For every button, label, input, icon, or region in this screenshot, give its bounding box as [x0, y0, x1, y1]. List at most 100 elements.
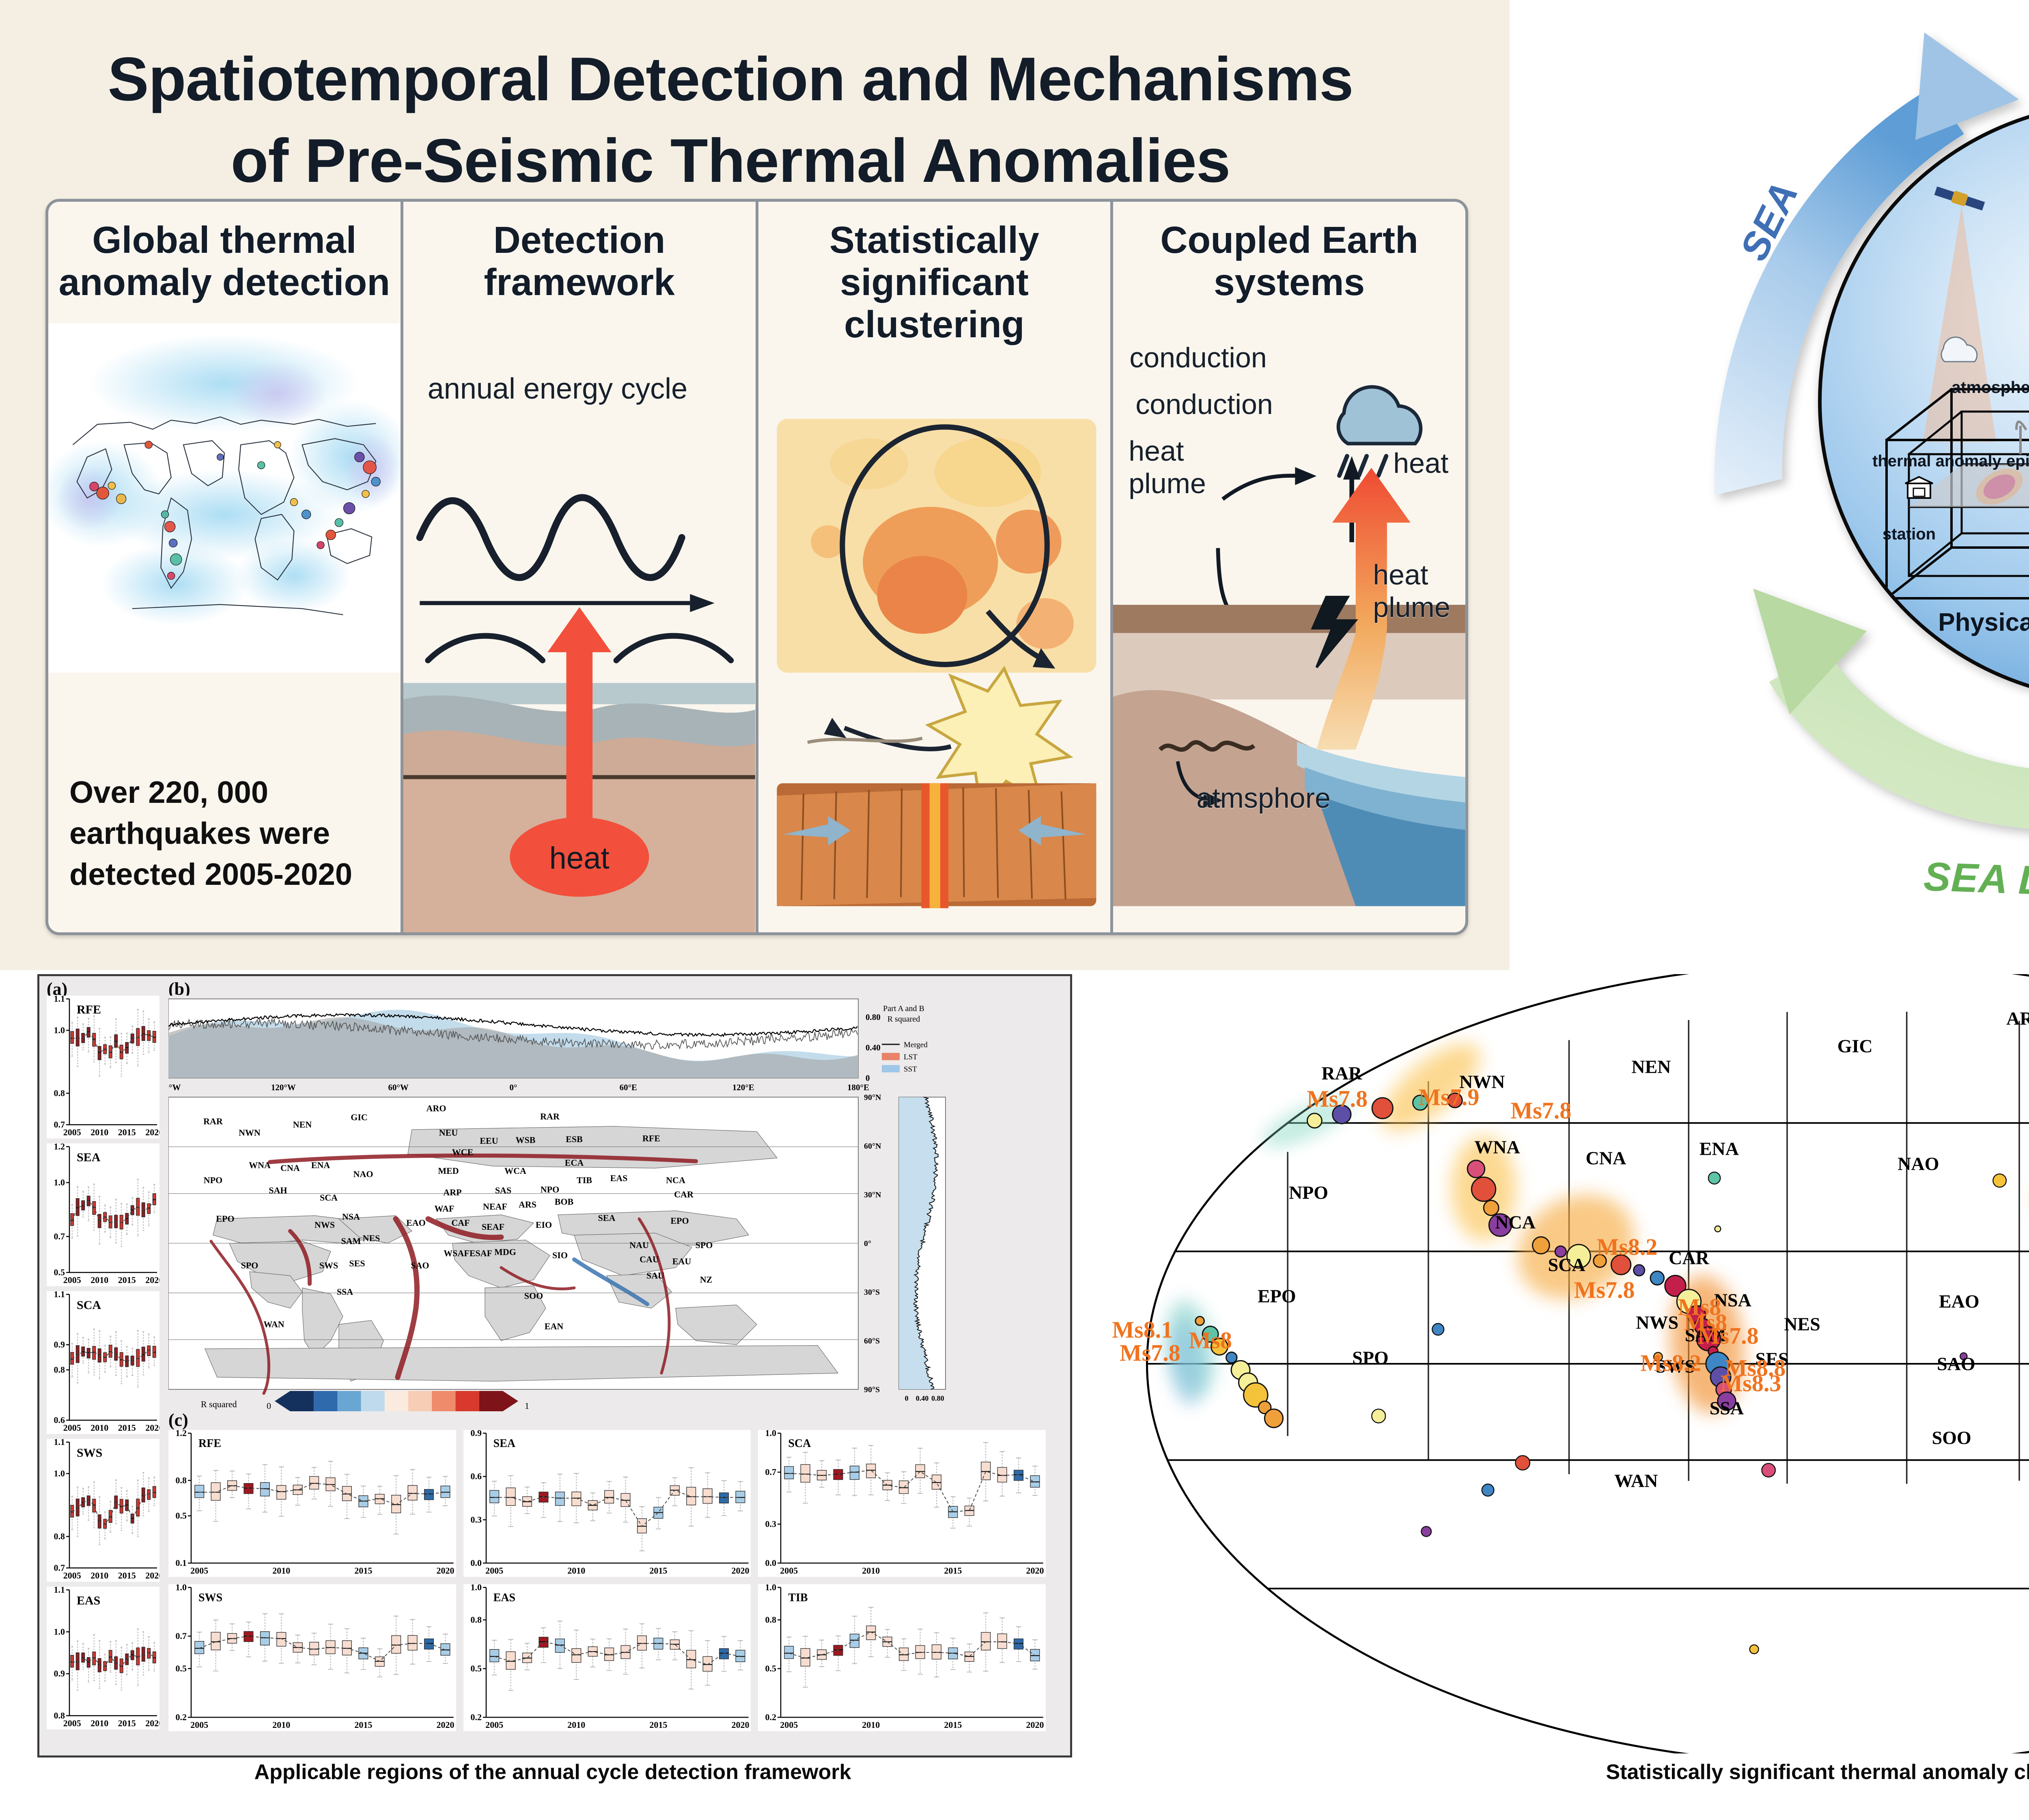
magnitude-label-10: Ms7.8: [1119, 1339, 1180, 1366]
satellite-icon-left: [1934, 186, 1985, 211]
svg-text:1.0: 1.0: [54, 1626, 65, 1637]
svg-text:2020: 2020: [145, 1718, 159, 1728]
region-code-nca: NCA: [666, 1175, 685, 1185]
region-code-nau: NAU: [629, 1240, 649, 1250]
clustering-graphic: [776, 418, 1096, 908]
region-code-mdg: MDG: [494, 1247, 516, 1257]
cluster-region-sca: SCA: [1548, 1254, 1585, 1275]
region-code-eca: ECA: [564, 1158, 584, 1168]
boxplot-region-label: SWS: [77, 1446, 103, 1460]
svg-text:0.5: 0.5: [54, 1267, 65, 1277]
svg-text:2015: 2015: [649, 1566, 667, 1576]
station-label-left: station: [1883, 525, 1936, 543]
region-code-waf: WAF: [434, 1203, 454, 1214]
svg-text:2005: 2005: [780, 1720, 798, 1730]
magnitude-label-0: Ms7.8: [1307, 1085, 1368, 1112]
region-code-ars: ARS: [518, 1199, 537, 1210]
svg-text:0.9: 0.9: [470, 1430, 482, 1438]
svg-text:0.8: 0.8: [470, 1615, 482, 1625]
svg-text:60°N: 60°N: [864, 1142, 881, 1151]
svg-text:0.7: 0.7: [54, 1119, 65, 1130]
svg-text:0.7: 0.7: [765, 1467, 777, 1477]
svg-text:60°W: 60°W: [388, 1083, 408, 1092]
cluster-region-nsa: NSA: [1714, 1290, 1751, 1311]
region-code-esb: ESB: [566, 1134, 583, 1144]
svg-text:0.40: 0.40: [916, 1394, 929, 1402]
boxplot-region-label: SCA: [788, 1437, 811, 1450]
title-line-1: Spatiotemporal Detection and Mechanisms: [108, 45, 1353, 114]
cluster-region-car: CAR: [1669, 1247, 1709, 1268]
svg-text:0.9: 0.9: [54, 1339, 65, 1350]
boxplot-region-label: SEA: [493, 1437, 516, 1450]
region-code-nz: NZ: [700, 1274, 713, 1285]
cluster-region-cna: CNA: [1585, 1147, 1626, 1169]
svg-text:2010: 2010: [862, 1720, 880, 1730]
region-code-rar: RAR: [203, 1116, 223, 1126]
svg-text:2010: 2010: [90, 1423, 108, 1433]
svg-text:0: 0: [267, 1401, 271, 1411]
svg-text:2010: 2010: [90, 1275, 108, 1285]
region-code-sea: SEA: [598, 1213, 616, 1223]
magnitude-label-3: Ms8.2: [1596, 1233, 1658, 1260]
cluster-region-nca: NCA: [1495, 1212, 1536, 1233]
svg-text:2020: 2020: [145, 1570, 159, 1581]
boxplot-region-label: SEA: [77, 1151, 101, 1164]
cluster-map-labels: RARNWNNENGICARONEURAREEUWSBESBRFEWCEWNAC…: [1096, 974, 2029, 1753]
svg-text:0: 0: [866, 1073, 870, 1083]
svg-text:0.0: 0.0: [470, 1558, 482, 1568]
svg-text:0.5: 0.5: [176, 1663, 187, 1673]
region-code-wsaf: WSAF: [444, 1248, 470, 1258]
boxplot-region-label: EAS: [493, 1591, 516, 1604]
panel-global-thermal-anomaly-detection: Global thermal anomaly detection: [48, 202, 403, 932]
region-code-eas: EAS: [610, 1173, 628, 1183]
cluster-region-nwn: NWN: [1459, 1071, 1505, 1092]
svg-text:Part A and B: Part A and B: [883, 1004, 924, 1013]
boxplot-region-label: SWS: [198, 1591, 223, 1604]
svg-text:2005: 2005: [63, 1570, 81, 1581]
svg-text:2010: 2010: [90, 1570, 108, 1581]
cluster-region-sao: SAO: [1937, 1353, 1975, 1374]
svg-text:60°E: 60°E: [620, 1083, 637, 1092]
region-code-tib: TIB: [577, 1175, 592, 1185]
svg-text:0.8: 0.8: [54, 1710, 65, 1721]
station-icon-left: [1905, 476, 1933, 499]
region-code-neaf: NEAF: [483, 1201, 507, 1212]
region-code-esaf: ESAF: [469, 1248, 493, 1258]
magnitude-label-9: Ms8: [1189, 1327, 1232, 1354]
cluster-region-ena: ENA: [1699, 1138, 1739, 1159]
coupled-earth-graphic: [1113, 385, 1465, 906]
magnitude-label-12: Ms8.8: [1725, 1354, 1786, 1381]
svg-text:2015: 2015: [354, 1566, 372, 1576]
svg-text:0.8: 0.8: [54, 1365, 65, 1375]
cluster-region-epo: EPO: [1258, 1285, 1296, 1307]
svg-text:0.3: 0.3: [470, 1514, 482, 1525]
region-code-eau: EAU: [672, 1256, 691, 1266]
svg-text:0.5: 0.5: [176, 1511, 187, 1521]
svg-text:2010: 2010: [272, 1566, 290, 1576]
cluster-region-nen: NEN: [1631, 1056, 1671, 1077]
region-code-car: CAR: [674, 1189, 694, 1199]
sea-arrow: [1714, 32, 2019, 495]
panel-a-boxplot-column: 1.11.00.80.72005201020152020RFE1.21.00.7…: [47, 994, 163, 1734]
panel-2-title: Detection framework: [484, 219, 675, 304]
title-line-2: of Pre-Seismic Thermal Anomalies: [230, 126, 1231, 195]
svg-text:0.80: 0.80: [931, 1394, 944, 1402]
region-code-sao: SAO: [411, 1260, 429, 1270]
cluster-region-nes: NES: [1784, 1313, 1820, 1335]
four-panel-frame: Global thermal anomaly detection: [45, 199, 1468, 935]
svg-text:1.1: 1.1: [54, 996, 65, 1004]
panel-1-world-map: [48, 323, 401, 673]
svg-text:SST: SST: [904, 1065, 917, 1074]
svg-text:2010: 2010: [862, 1566, 880, 1576]
svg-text:0.7: 0.7: [176, 1631, 187, 1641]
svg-text:2005: 2005: [190, 1720, 208, 1730]
svg-text:30°S: 30°S: [864, 1288, 880, 1297]
svg-text:0.2: 0.2: [765, 1712, 777, 1722]
svg-text:1.2: 1.2: [176, 1430, 187, 1438]
region-code-med: MED: [438, 1166, 459, 1176]
svg-text:0.2: 0.2: [176, 1712, 187, 1722]
svg-text:0°: 0°: [510, 1083, 517, 1092]
cluster-region-soo: SOO: [1932, 1427, 1971, 1448]
